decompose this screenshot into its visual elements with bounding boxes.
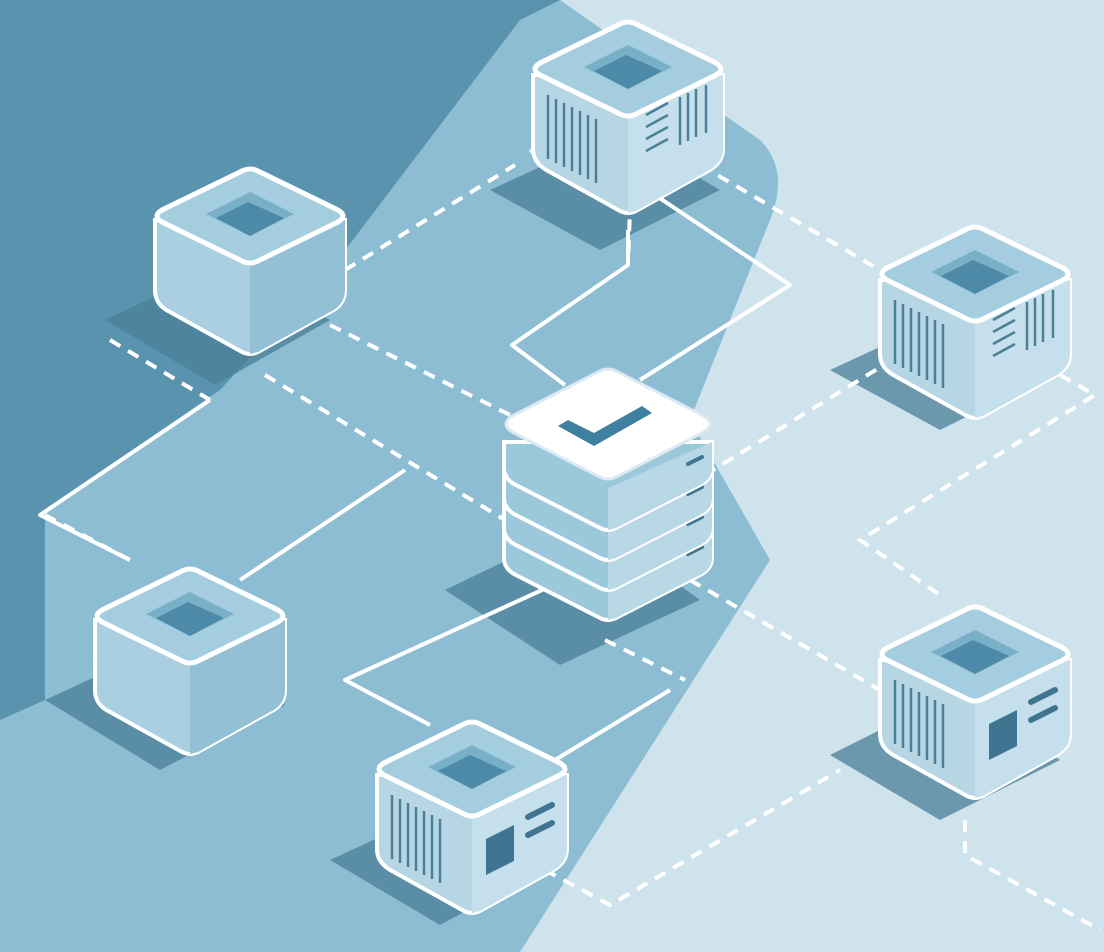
solid-links	[38, 193, 792, 762]
server-stack-with-check-icon	[502, 367, 714, 622]
